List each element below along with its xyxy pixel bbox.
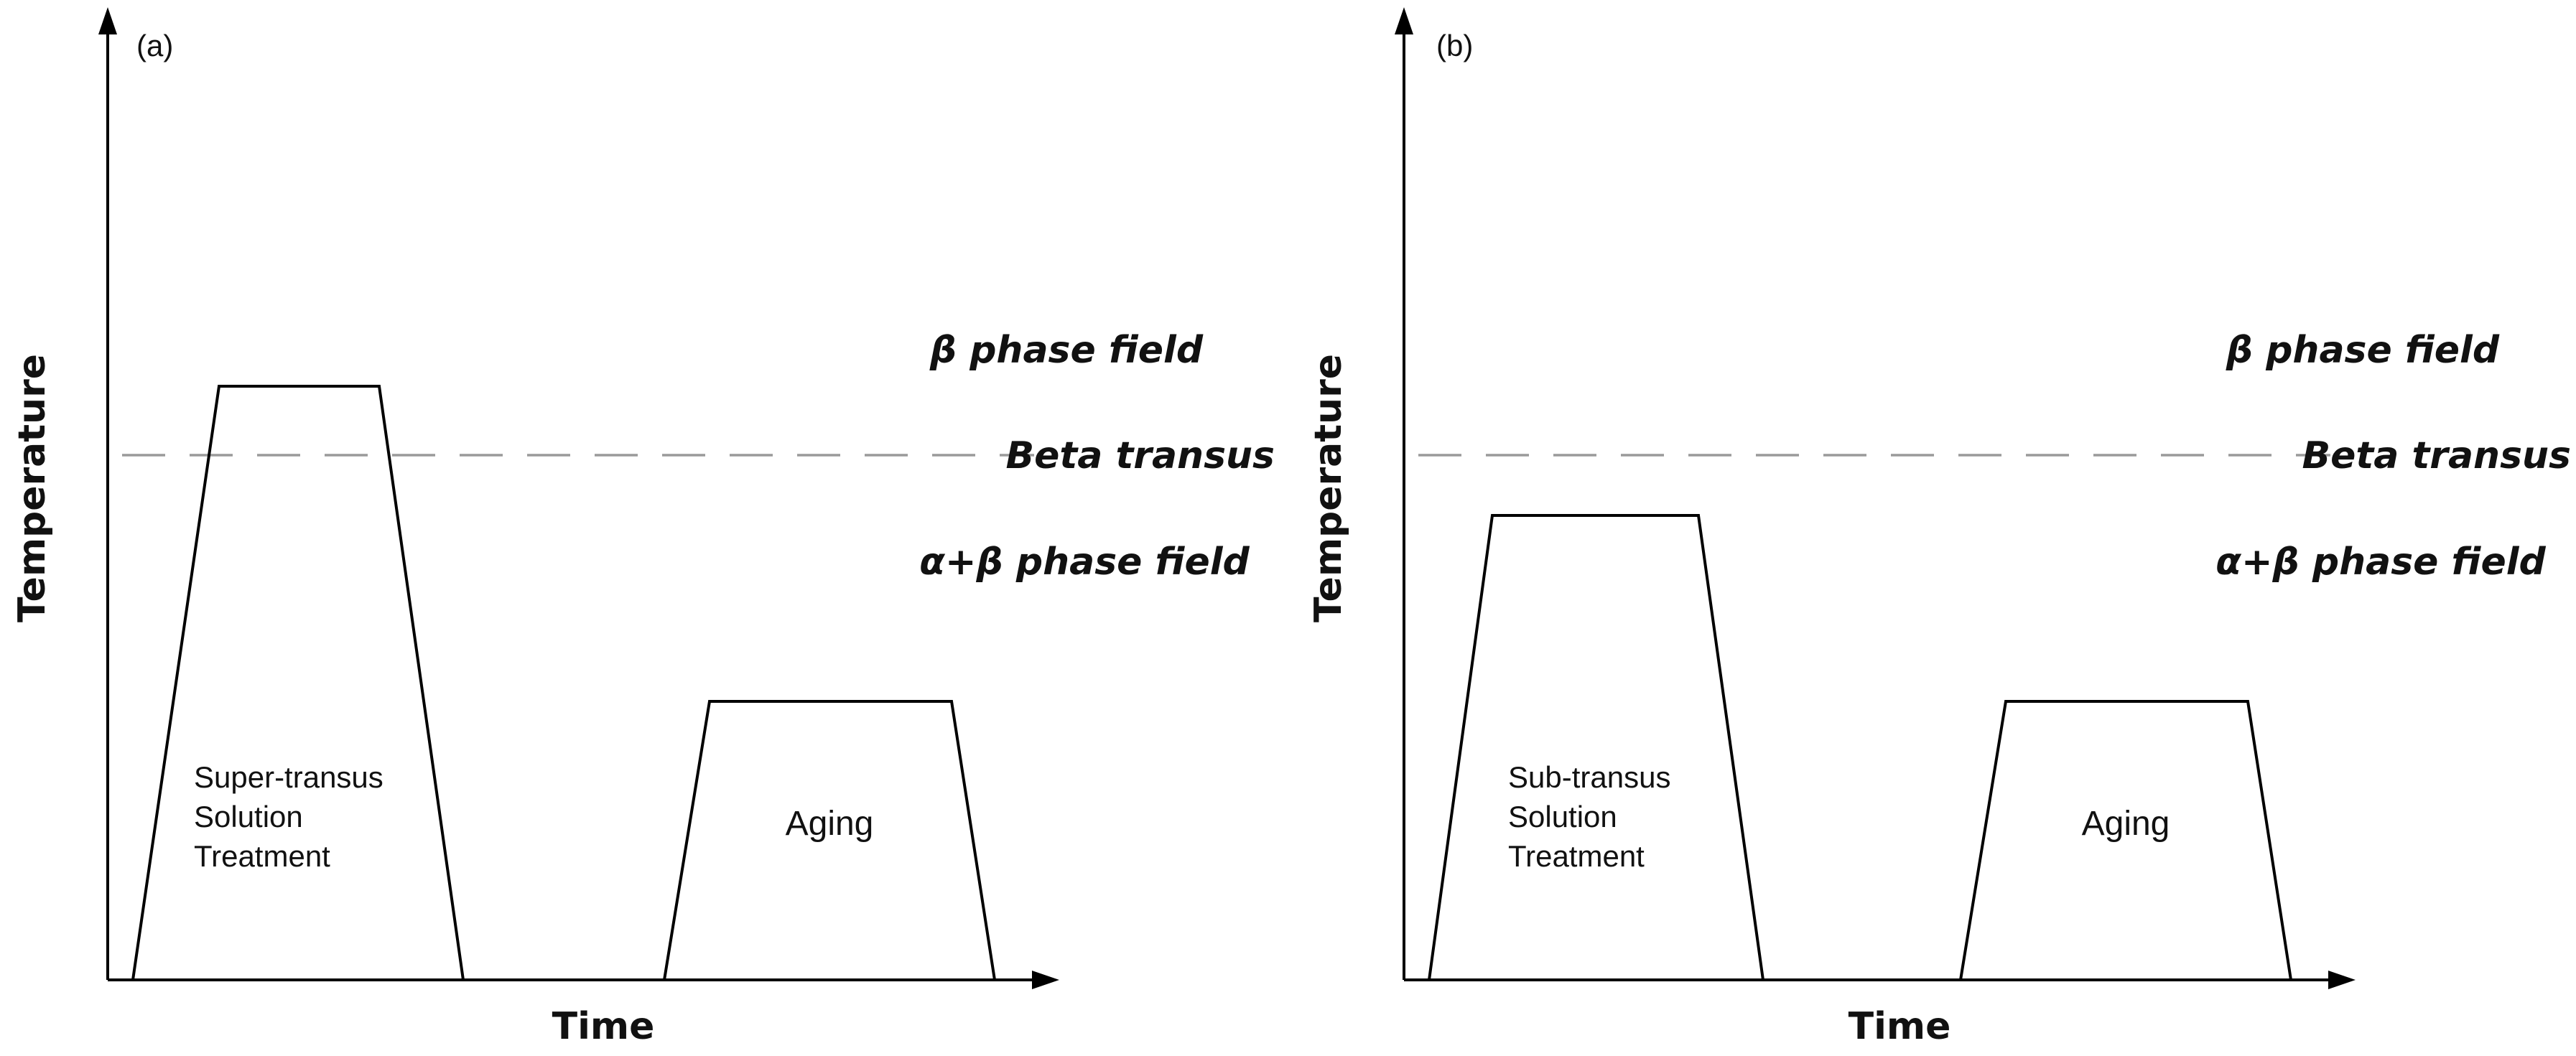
x-axis-label-b: Time (1849, 1005, 1951, 1048)
beta-phase-field-label-b: β phase field (2226, 329, 2500, 372)
alpha-beta-phase-field-label-b: α+β phase field (2215, 541, 2546, 584)
aging-label-b: Aging (2082, 805, 2170, 843)
solution-label-line1-a: Super-transus (194, 760, 383, 794)
aging-label-a: Aging (786, 805, 874, 843)
panel-tag-b: (b) (1436, 29, 1473, 62)
solution-label-line1-b: Sub-transus (1508, 760, 1670, 794)
alpha-beta-phase-field-label-a: α+β phase field (919, 541, 1250, 584)
aging-profile-a (663, 700, 996, 981)
beta-transus-label-a: Beta transus (1006, 434, 1275, 477)
y-axis-arrowhead-b (1395, 7, 1413, 34)
panel-tag-a: (a) (136, 29, 173, 62)
x-axis-arrowhead-a (1032, 971, 1059, 989)
panel-a: (a) Time Temperature β phase field Beta … (11, 7, 1275, 1048)
solution-label-line2-b: Solution (1508, 800, 1617, 833)
x-axis-arrowhead-b (2328, 971, 2356, 989)
y-axis-label-b: Temperature (1307, 354, 1350, 622)
beta-transus-label-b: Beta transus (2302, 434, 2572, 477)
y-axis-label-a: Temperature (11, 354, 54, 622)
panel-b: (b) Time Temperature β phase field Beta … (1307, 7, 2571, 1048)
x-axis-label-a: Time (552, 1005, 655, 1048)
beta-phase-field-label-a: β phase field (929, 329, 1204, 372)
solution-label-line3-b: Treatment (1508, 839, 1645, 873)
solution-treatment-profile-b (1428, 514, 1764, 981)
y-axis-arrowhead-a (98, 7, 117, 34)
solution-treatment-profile-a (131, 385, 465, 981)
solution-label-line2-a: Solution (194, 800, 303, 833)
solution-label-line3-a: Treatment (194, 839, 330, 873)
aging-profile-b (1959, 700, 2292, 981)
